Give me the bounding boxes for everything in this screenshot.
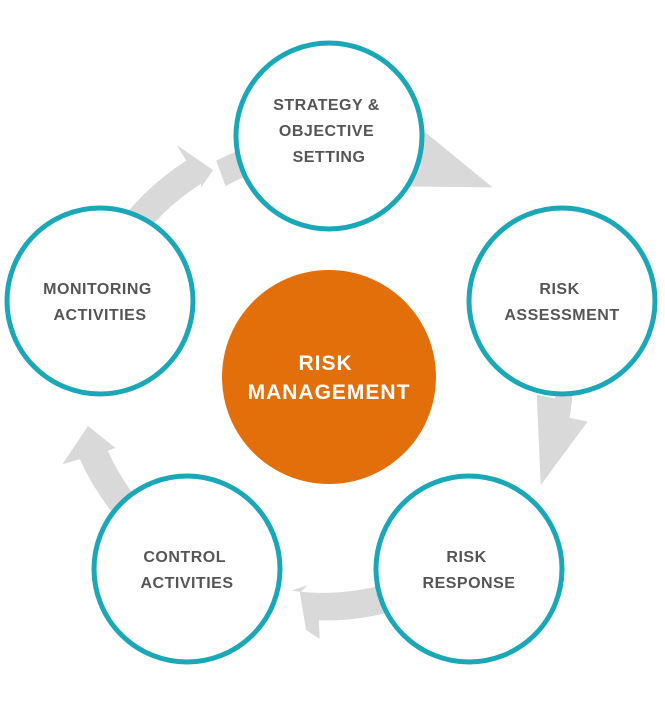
- node-circle-risk-assessment: [466, 205, 658, 397]
- node-label-monitoring-activities: MONITORING ACTIVITIES: [43, 281, 157, 324]
- node-circle-monitoring-activities: [4, 205, 196, 397]
- node-label-strategy: STRATEGY & OBJECTIVE SETTING: [273, 97, 385, 166]
- arrow-assessment-to-response: [515, 226, 588, 486]
- center-line-1: RISK: [298, 352, 352, 375]
- node-circle-control-activities: [91, 473, 283, 665]
- center-line-2: MANAGEMENT: [248, 381, 411, 404]
- node-label-control-activities: CONTROL ACTIVITIES: [140, 549, 233, 592]
- response-line-1: RISK: [446, 549, 486, 566]
- assessment-line-1: RISK: [539, 281, 579, 298]
- process-nodes: [4, 40, 658, 665]
- monitoring-line-1: MONITORING: [43, 281, 152, 298]
- node-circle-strategy: [233, 40, 425, 232]
- center-circle: [222, 270, 436, 484]
- node-label-risk-assessment: RISK ASSESSMENT: [504, 281, 619, 324]
- control-line-1: CONTROL: [143, 549, 225, 566]
- strategy-line-1: STRATEGY &: [273, 97, 380, 114]
- control-line-2: ACTIVITIES: [140, 575, 233, 592]
- strategy-line-2: OBJECTIVE: [279, 123, 374, 140]
- monitoring-line-2: ACTIVITIES: [53, 307, 146, 324]
- node-label-risk-response: RISK RESPONSE: [423, 549, 516, 592]
- assessment-line-2: ASSESSMENT: [504, 307, 619, 324]
- node-circle-risk-response: [373, 473, 565, 665]
- strategy-line-3: SETTING: [293, 149, 366, 166]
- center-label: RISK MANAGEMENT: [248, 352, 411, 404]
- response-line-2: RESPONSE: [423, 575, 516, 592]
